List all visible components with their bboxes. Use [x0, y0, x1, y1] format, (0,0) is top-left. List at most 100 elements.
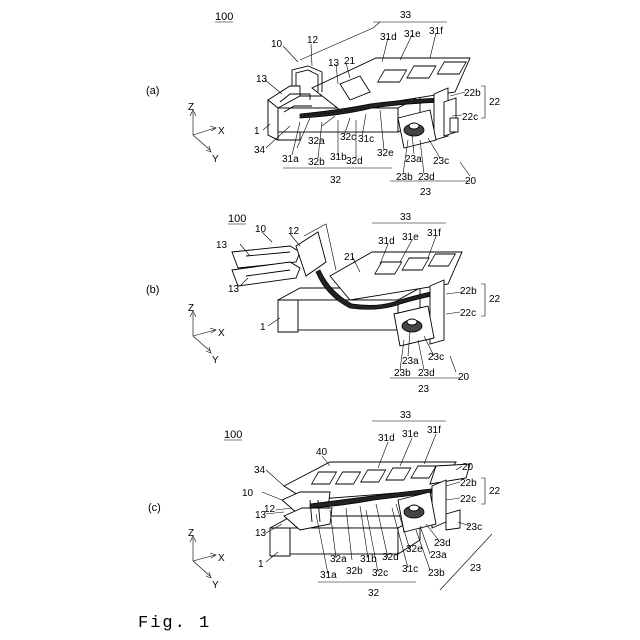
panel-b-label-10: 10: [255, 224, 267, 235]
panel-c-axis-y: Y: [212, 580, 219, 591]
panel-c-label-31f: 31f: [427, 425, 441, 436]
panel-c-label-10: 10: [242, 488, 254, 499]
panel-c-axes: Z X Y: [188, 528, 225, 591]
panel-a-axis-y: Y: [212, 154, 219, 165]
panel-b-label-31f: 31f: [427, 228, 441, 239]
panel-c-label-23a: 23a: [430, 550, 447, 561]
panel-c-label-32: 32: [368, 588, 380, 599]
panel-b-label-13-bot: 13: [228, 284, 240, 295]
panel-a-label-22: 22: [489, 97, 501, 108]
panel-a: (a) 100 Z X Y: [146, 10, 501, 198]
panel-b-label-31d: 31d: [378, 236, 395, 247]
panel-a-label-13-left: 13: [256, 74, 268, 85]
panel-c-label-33: 33: [400, 410, 412, 421]
panel-a-ref: 100: [215, 11, 233, 23]
panel-c-label-23c: 23c: [466, 522, 482, 533]
panel-a-label-10: 10: [271, 39, 283, 50]
panel-c: (c) 100 Z X Y: [148, 410, 501, 599]
panel-b-label-23a: 23a: [402, 356, 419, 367]
panel-b-letter: (b): [146, 284, 159, 296]
panel-b-axis-x: X: [218, 328, 225, 339]
panel-c-label-32b: 32b: [346, 566, 363, 577]
panel-c-label-13-a: 13: [255, 510, 267, 521]
panel-a-label-31e: 31e: [404, 29, 421, 40]
panel-a-label-22b: 22b: [464, 88, 481, 99]
panel-c-label-31a: 31a: [320, 570, 337, 581]
panel-c-bracket-22: [481, 478, 485, 504]
panel-a-label-31d: 31d: [380, 32, 397, 43]
panel-b-bracket-22: [481, 284, 485, 316]
panel-c-label-22c: 22c: [460, 494, 476, 505]
panel-b-label-22b: 22b: [460, 286, 477, 297]
panel-a-label-32a: 32a: [308, 136, 325, 147]
panel-b-label-31e: 31e: [402, 232, 419, 243]
panel-c-label-23: 23: [470, 563, 482, 574]
panel-c-label-22: 22: [489, 486, 501, 497]
panel-a-bracket-22: [481, 86, 485, 118]
panel-a-label-23d: 23d: [418, 172, 435, 183]
panel-c-label-32a: 32a: [330, 554, 347, 565]
panel-a-label-34: 34: [254, 145, 266, 156]
panel-a-label-32e: 32e: [377, 148, 394, 159]
panel-a-label-23c: 23c: [433, 156, 449, 167]
panel-b-axis-z: Z: [188, 303, 194, 314]
panel-c-label-34: 34: [254, 465, 266, 476]
panel-a-label-13-top: 13: [328, 58, 340, 69]
panel-b-label-23: 23: [418, 384, 430, 395]
panel-b-axis-y: Y: [212, 355, 219, 366]
panel-a-label-1: 1: [254, 126, 260, 137]
panel-b-label-23b: 23b: [394, 368, 411, 379]
panel-c-label-1: 1: [258, 559, 264, 570]
panel-a-axis-x: X: [218, 126, 225, 137]
panel-c-ref: 100: [224, 429, 242, 441]
panel-c-label-31b: 31b: [360, 554, 377, 565]
panel-c-label-40: 40: [316, 447, 328, 458]
panel-b-label-22c: 22c: [460, 308, 476, 319]
panel-a-label-32d: 32d: [346, 156, 363, 167]
panel-a-label-32c: 32c: [340, 132, 356, 143]
panel-c-label-31e: 31e: [402, 429, 419, 440]
panel-b-label-21: 21: [344, 252, 356, 263]
panel-b-label-22: 22: [489, 294, 501, 305]
panel-c-label-22b: 22b: [460, 478, 477, 489]
panel-a-label-31b: 31b: [330, 152, 347, 163]
panel-c-label-32d: 32d: [382, 552, 399, 563]
panel-b-label-33: 33: [400, 212, 412, 223]
panel-a-letter: (a): [146, 85, 159, 97]
panel-a-label-23a: 23a: [405, 154, 422, 165]
panel-b-label-13-top: 13: [216, 240, 228, 251]
panel-a-label-20: 20: [465, 176, 477, 187]
panel-a-label-12: 12: [307, 35, 319, 46]
panel-b-ref: 100: [228, 213, 246, 225]
panel-b-label-12: 12: [288, 226, 300, 237]
panel-a-label-32: 32: [330, 175, 342, 186]
panel-a-label-33: 33: [400, 10, 412, 21]
panel-c-label-20: 20: [462, 462, 474, 473]
panel-b-label-20: 20: [458, 372, 470, 383]
panel-b: (b) 100 Z X Y: [146, 212, 501, 395]
panel-c-axis-x: X: [218, 553, 225, 564]
panel-a-axes: Z X Y: [188, 102, 225, 165]
panel-c-label-23b: 23b: [428, 568, 445, 579]
panel-c-axis-z: Z: [188, 528, 194, 539]
panel-b-label-23d: 23d: [418, 368, 435, 379]
panel-a-axis-z: Z: [188, 102, 194, 113]
panel-a-label-23b: 23b: [396, 172, 413, 183]
panel-c-label-32e: 32e: [406, 544, 423, 555]
panel-b-label-1: 1: [260, 322, 266, 333]
panel-c-label-23d: 23d: [434, 538, 451, 549]
panel-c-label-13-b: 13: [255, 528, 267, 539]
panel-a-label-22c: 22c: [462, 112, 478, 123]
panel-c-label-31c: 31c: [402, 564, 418, 575]
panel-c-label-31d: 31d: [378, 433, 395, 444]
panel-c-letter: (c): [148, 502, 161, 514]
panel-a-label-32b: 32b: [308, 157, 325, 168]
panel-a-label-31c: 31c: [358, 134, 374, 145]
panel-c-label-32c: 32c: [372, 568, 388, 579]
panel-b-axes: Z X Y: [188, 303, 225, 366]
panel-a-label-31f: 31f: [429, 26, 443, 37]
panel-b-label-23c: 23c: [428, 352, 444, 363]
figure-caption: Fig. 1: [138, 614, 211, 633]
panel-a-label-21: 21: [344, 56, 356, 67]
